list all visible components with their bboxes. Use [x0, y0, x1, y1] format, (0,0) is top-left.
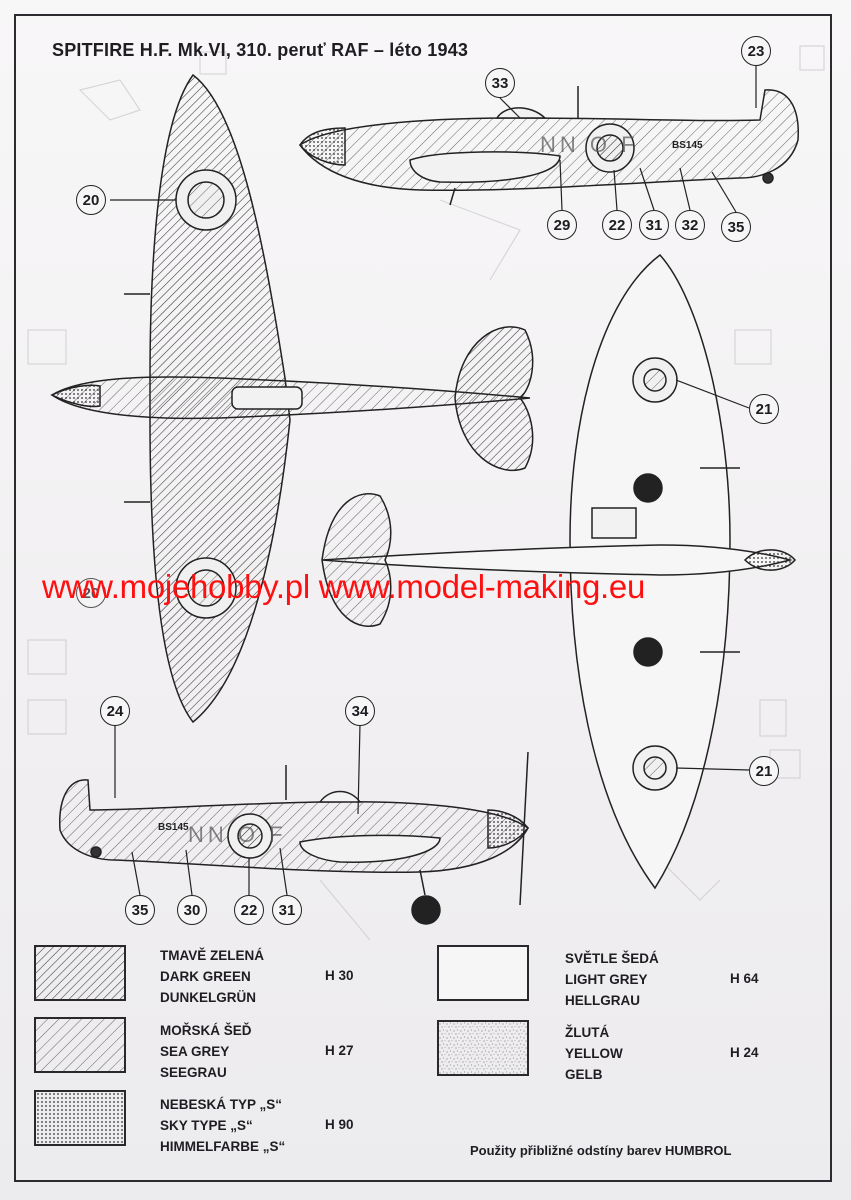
callout-23: 23: [741, 36, 771, 66]
legend-light-grey: SVĚTLE ŠEDÁ LIGHT GREY HELLGRAU: [565, 948, 659, 1011]
legend-sea-grey-en: SEA GREY: [160, 1044, 230, 1059]
callout-24: 24: [100, 696, 130, 726]
callout-31-bottom: 31: [272, 895, 302, 925]
callout-29: 29: [547, 210, 577, 240]
legend-sea-grey-code: H 27: [325, 1043, 354, 1058]
swatch-dark-green: [34, 945, 126, 1001]
side-code-bottom: NN O F: [188, 822, 287, 847]
legend-light-grey-en: LIGHT GREY: [565, 972, 648, 987]
legend-sky-type-s-code: H 90: [325, 1117, 354, 1132]
callout-22-bottom: 22: [234, 895, 264, 925]
legend-dark-green-de: DUNKELGRÜN: [160, 990, 256, 1005]
legend-yellow-en: YELLOW: [565, 1046, 623, 1061]
callout-20-upper: 20: [76, 185, 106, 215]
underside-view-plane: [321, 253, 796, 890]
callout-32: 32: [675, 210, 705, 240]
legend-light-grey-cz: SVĚTLE ŠEDÁ: [565, 951, 659, 966]
legend-dark-green: TMAVĚ ZELENÁ DARK GREEN DUNKELGRÜN: [160, 945, 264, 1008]
legend-sky-type-s-de: HIMMELFARBE „S“: [160, 1139, 286, 1154]
callout-35-bottom: 35: [125, 895, 155, 925]
legend-light-grey-de: HELLGRAU: [565, 993, 640, 1008]
callout-30: 30: [177, 895, 207, 925]
faded-background-marks: [27, 45, 825, 941]
side-view-plane-bottom: [59, 751, 529, 925]
legend-yellow: ŽLUTÁ YELLOW GELB: [565, 1022, 623, 1085]
swatch-sky-type-s: [34, 1090, 126, 1146]
page-border: [14, 14, 832, 1182]
callout-leaders: [110, 66, 757, 896]
legend-sea-grey-de: SEEGRAU: [160, 1065, 227, 1080]
watermark-text: www.mojehobby.pl www.model-making.eu: [42, 568, 646, 605]
page-title: SPITFIRE H.F. Mk.VI, 310. peruť RAF – lé…: [52, 40, 469, 60]
callout-22-side: 22: [602, 210, 632, 240]
legend-sky-type-s: NEBESKÁ TYP „S“ SKY TYPE „S“ HIMMELFARBE…: [160, 1094, 285, 1157]
legend-yellow-de: GELB: [565, 1067, 603, 1082]
side-serial-top: BS145: [672, 140, 703, 151]
side-code-top: NN O F: [540, 132, 639, 157]
callout-35-side: 35: [721, 212, 751, 242]
callout-34: 34: [345, 696, 375, 726]
callout-21-lower: 21: [749, 756, 779, 786]
legend-dark-green-code: H 30: [325, 968, 354, 983]
side-serial-bottom: BS145: [158, 822, 189, 833]
legend-sea-grey: MOŘSKÁ ŠEĎ SEA GREY SEEGRAU: [160, 1020, 252, 1083]
swatch-light-grey: [437, 945, 529, 1001]
swatch-sea-grey: [34, 1017, 126, 1073]
swatch-yellow: [437, 1020, 529, 1076]
callout-21-upper: 21: [749, 394, 779, 424]
callout-31-side: 31: [639, 210, 669, 240]
legend-light-grey-code: H 64: [730, 971, 759, 986]
callout-33: 33: [485, 68, 515, 98]
legend-yellow-cz: ŽLUTÁ: [565, 1025, 610, 1040]
side-view-plane-top: [298, 86, 799, 206]
legend-dark-green-en: DARK GREEN: [160, 969, 251, 984]
legend-sea-grey-cz: MOŘSKÁ ŠEĎ: [160, 1023, 252, 1038]
callout-20-lower: 20: [76, 578, 106, 608]
legend-sky-type-s-cz: NEBESKÁ TYP „S“: [160, 1097, 283, 1112]
legend-dark-green-cz: TMAVĚ ZELENÁ: [160, 948, 264, 963]
top-view-plane: [50, 73, 534, 724]
legend-yellow-code: H 24: [730, 1045, 759, 1060]
humbrol-footnote: Použity přibližné odstíny barev HUMBROL: [470, 1143, 732, 1158]
legend-sky-type-s-en: SKY TYPE „S“: [160, 1118, 253, 1133]
